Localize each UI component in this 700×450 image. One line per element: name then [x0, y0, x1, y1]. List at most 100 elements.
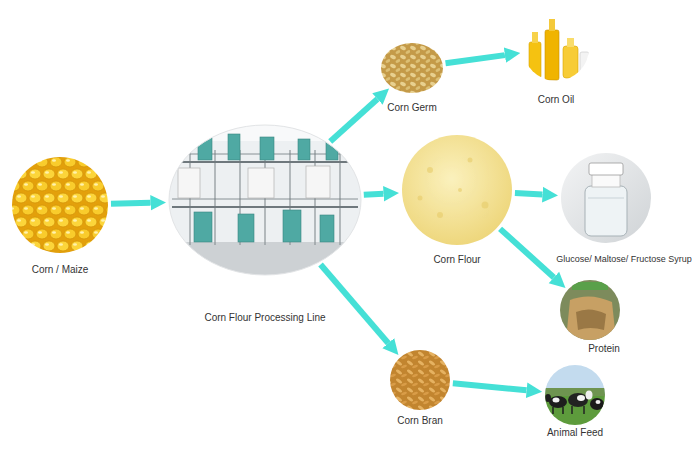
syrup-ground [561, 153, 651, 243]
syrup-bottle [585, 186, 627, 236]
cows [568, 393, 588, 407]
milling-machines [228, 134, 240, 160]
germ-flakes [380, 42, 444, 94]
flow-arrow [330, 99, 377, 141]
cows [562, 407, 564, 414]
image-node: Corn / Maize [12, 157, 108, 253]
flour-texture [458, 188, 462, 192]
sifters [178, 166, 330, 198]
corn-flour-picture [402, 135, 512, 245]
milling-machines [283, 210, 301, 242]
oil-bottles [567, 38, 574, 47]
corn-germ-picture [380, 42, 444, 94]
sifters [248, 168, 274, 198]
milling-machines [320, 215, 334, 242]
protein-sign [572, 282, 608, 290]
cows [583, 406, 585, 414]
processing-line-picture [169, 125, 361, 275]
milling-machines [260, 137, 274, 160]
node-caption: Glucose/ Maltose/ Fructose Syrup [556, 254, 692, 265]
corn-bran-picture [390, 350, 450, 410]
flour-texture [418, 196, 423, 201]
platforms [172, 206, 358, 208]
image-node: Corn Flour [402, 135, 512, 245]
oil-bottles [529, 42, 541, 78]
flow-arrow [500, 229, 554, 278]
image-node: Corn Flour Processing Line [169, 125, 361, 275]
oil-bottles [545, 30, 559, 80]
flour-texture [427, 167, 433, 173]
cows [577, 395, 585, 401]
sifters [178, 168, 200, 198]
image-node: Glucose/ Maltose/ Fructose Syrup [561, 153, 651, 243]
oil-bottles [549, 19, 555, 31]
sky [545, 365, 605, 395]
flow-arrow [446, 55, 505, 63]
factory-floor [169, 242, 361, 275]
bran-flakes [390, 350, 450, 410]
milling-machines [194, 134, 338, 242]
factory-hall [169, 125, 361, 275]
cows [590, 398, 604, 410]
image-node: Protein [560, 280, 620, 340]
platforms [172, 199, 358, 200]
flow-arrow [364, 194, 384, 195]
cows [549, 396, 567, 408]
image-node: Corn Bran [390, 350, 450, 410]
animal-feed-picture [545, 365, 605, 426]
flour-texture [437, 212, 443, 218]
cows [596, 400, 601, 404]
syrup-picture [561, 153, 651, 243]
platforms [172, 154, 358, 207]
node-caption: Corn Flour Processing Line [204, 312, 325, 324]
flow-arrow [321, 265, 389, 344]
protein-picture [560, 280, 620, 340]
milling-machines [194, 212, 212, 242]
milling-machines [238, 214, 254, 242]
cows [571, 406, 573, 414]
flour-texture [468, 158, 473, 163]
syrup-level [588, 198, 624, 199]
bottle-neck [592, 174, 620, 187]
cows [545, 391, 604, 415]
flow-arrow [515, 193, 543, 194]
sifters [306, 166, 330, 198]
protein-sack-shade [576, 309, 606, 330]
flow-arrow [111, 200, 150, 207]
oil-bottles [580, 52, 589, 78]
node-caption: Protein [588, 343, 620, 355]
node-caption: Animal Feed [547, 427, 603, 439]
corn-kernels [12, 157, 108, 253]
cows [586, 391, 593, 400]
corn-oil-picture [522, 14, 590, 82]
oil-bottles [529, 19, 589, 80]
milling-machines [298, 139, 310, 160]
cows [552, 407, 554, 414]
bottle-cap [589, 163, 623, 175]
image-node: Corn Oil [523, 15, 589, 81]
protein-ground [560, 280, 620, 340]
steel-columns [339, 150, 340, 245]
node-caption: Corn / Maize [32, 264, 89, 276]
oil-bottles [563, 46, 578, 78]
node-caption: Corn Bran [397, 415, 443, 427]
cows [545, 394, 551, 402]
image-node: Animal Feed [545, 365, 605, 425]
oil-bottles [532, 32, 538, 43]
node-caption: Corn Flour [433, 254, 480, 266]
protein-sack [566, 296, 616, 340]
oil-ground [522, 14, 590, 82]
corn-kernels-picture [12, 157, 108, 253]
cows [553, 398, 560, 403]
processing-line-rim [169, 125, 361, 275]
platforms [172, 161, 358, 163]
flour-powder [402, 135, 512, 245]
node-caption: Corn Oil [538, 94, 575, 106]
image-node: Corn Germ [381, 43, 443, 93]
flow-arrow [453, 383, 527, 390]
node-caption: Corn Germ [387, 102, 436, 114]
